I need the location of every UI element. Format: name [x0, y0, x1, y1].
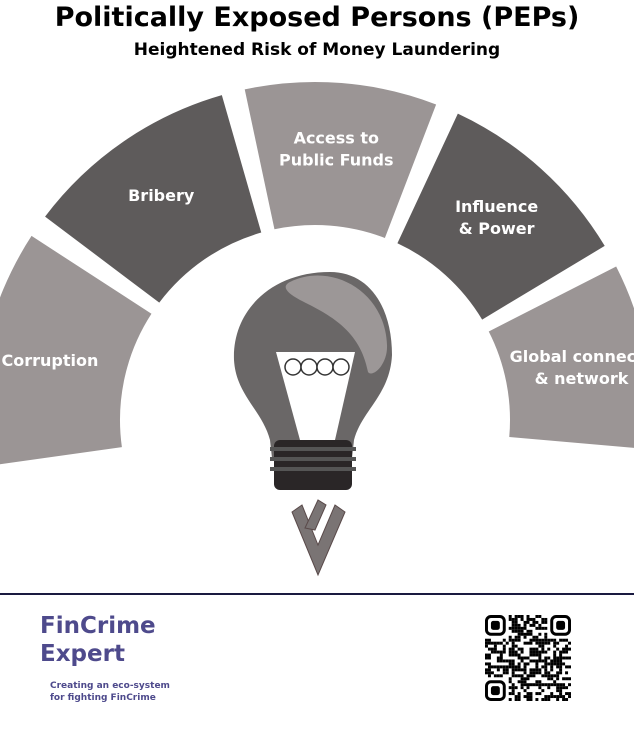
- arrows-icon: [291, 499, 346, 577]
- footer-divider: [0, 593, 634, 595]
- lightbulb-icon: [233, 272, 392, 490]
- qr-code[interactable]: [485, 615, 571, 701]
- segment-0: [0, 235, 152, 465]
- page-subtitle: Heightened Risk of Money Laundering: [133, 40, 501, 60]
- logo-tagline1: Creating an eco-system: [50, 681, 170, 691]
- segment-3: [397, 113, 605, 320]
- page-title: Politically Exposed Persons (PEPs): [54, 2, 580, 33]
- fincrime-expert-logo: FinCrime Expert Creating an eco-system f…: [40, 612, 170, 704]
- segment-label-1: Bribery: [128, 186, 195, 205]
- segment-1: [45, 95, 262, 303]
- segment-4: [488, 266, 634, 448]
- segment-2: [244, 82, 437, 238]
- logo-tagline2: for fighting FinCrime: [50, 693, 156, 703]
- segment-label-3: Influence& Power: [455, 197, 538, 238]
- segment-label-4: Global connects& network: [510, 347, 634, 388]
- logo-line1: FinCrime: [40, 613, 156, 639]
- segment-label-0: Corruption: [1, 351, 98, 370]
- logo-line2: Expert: [40, 641, 125, 667]
